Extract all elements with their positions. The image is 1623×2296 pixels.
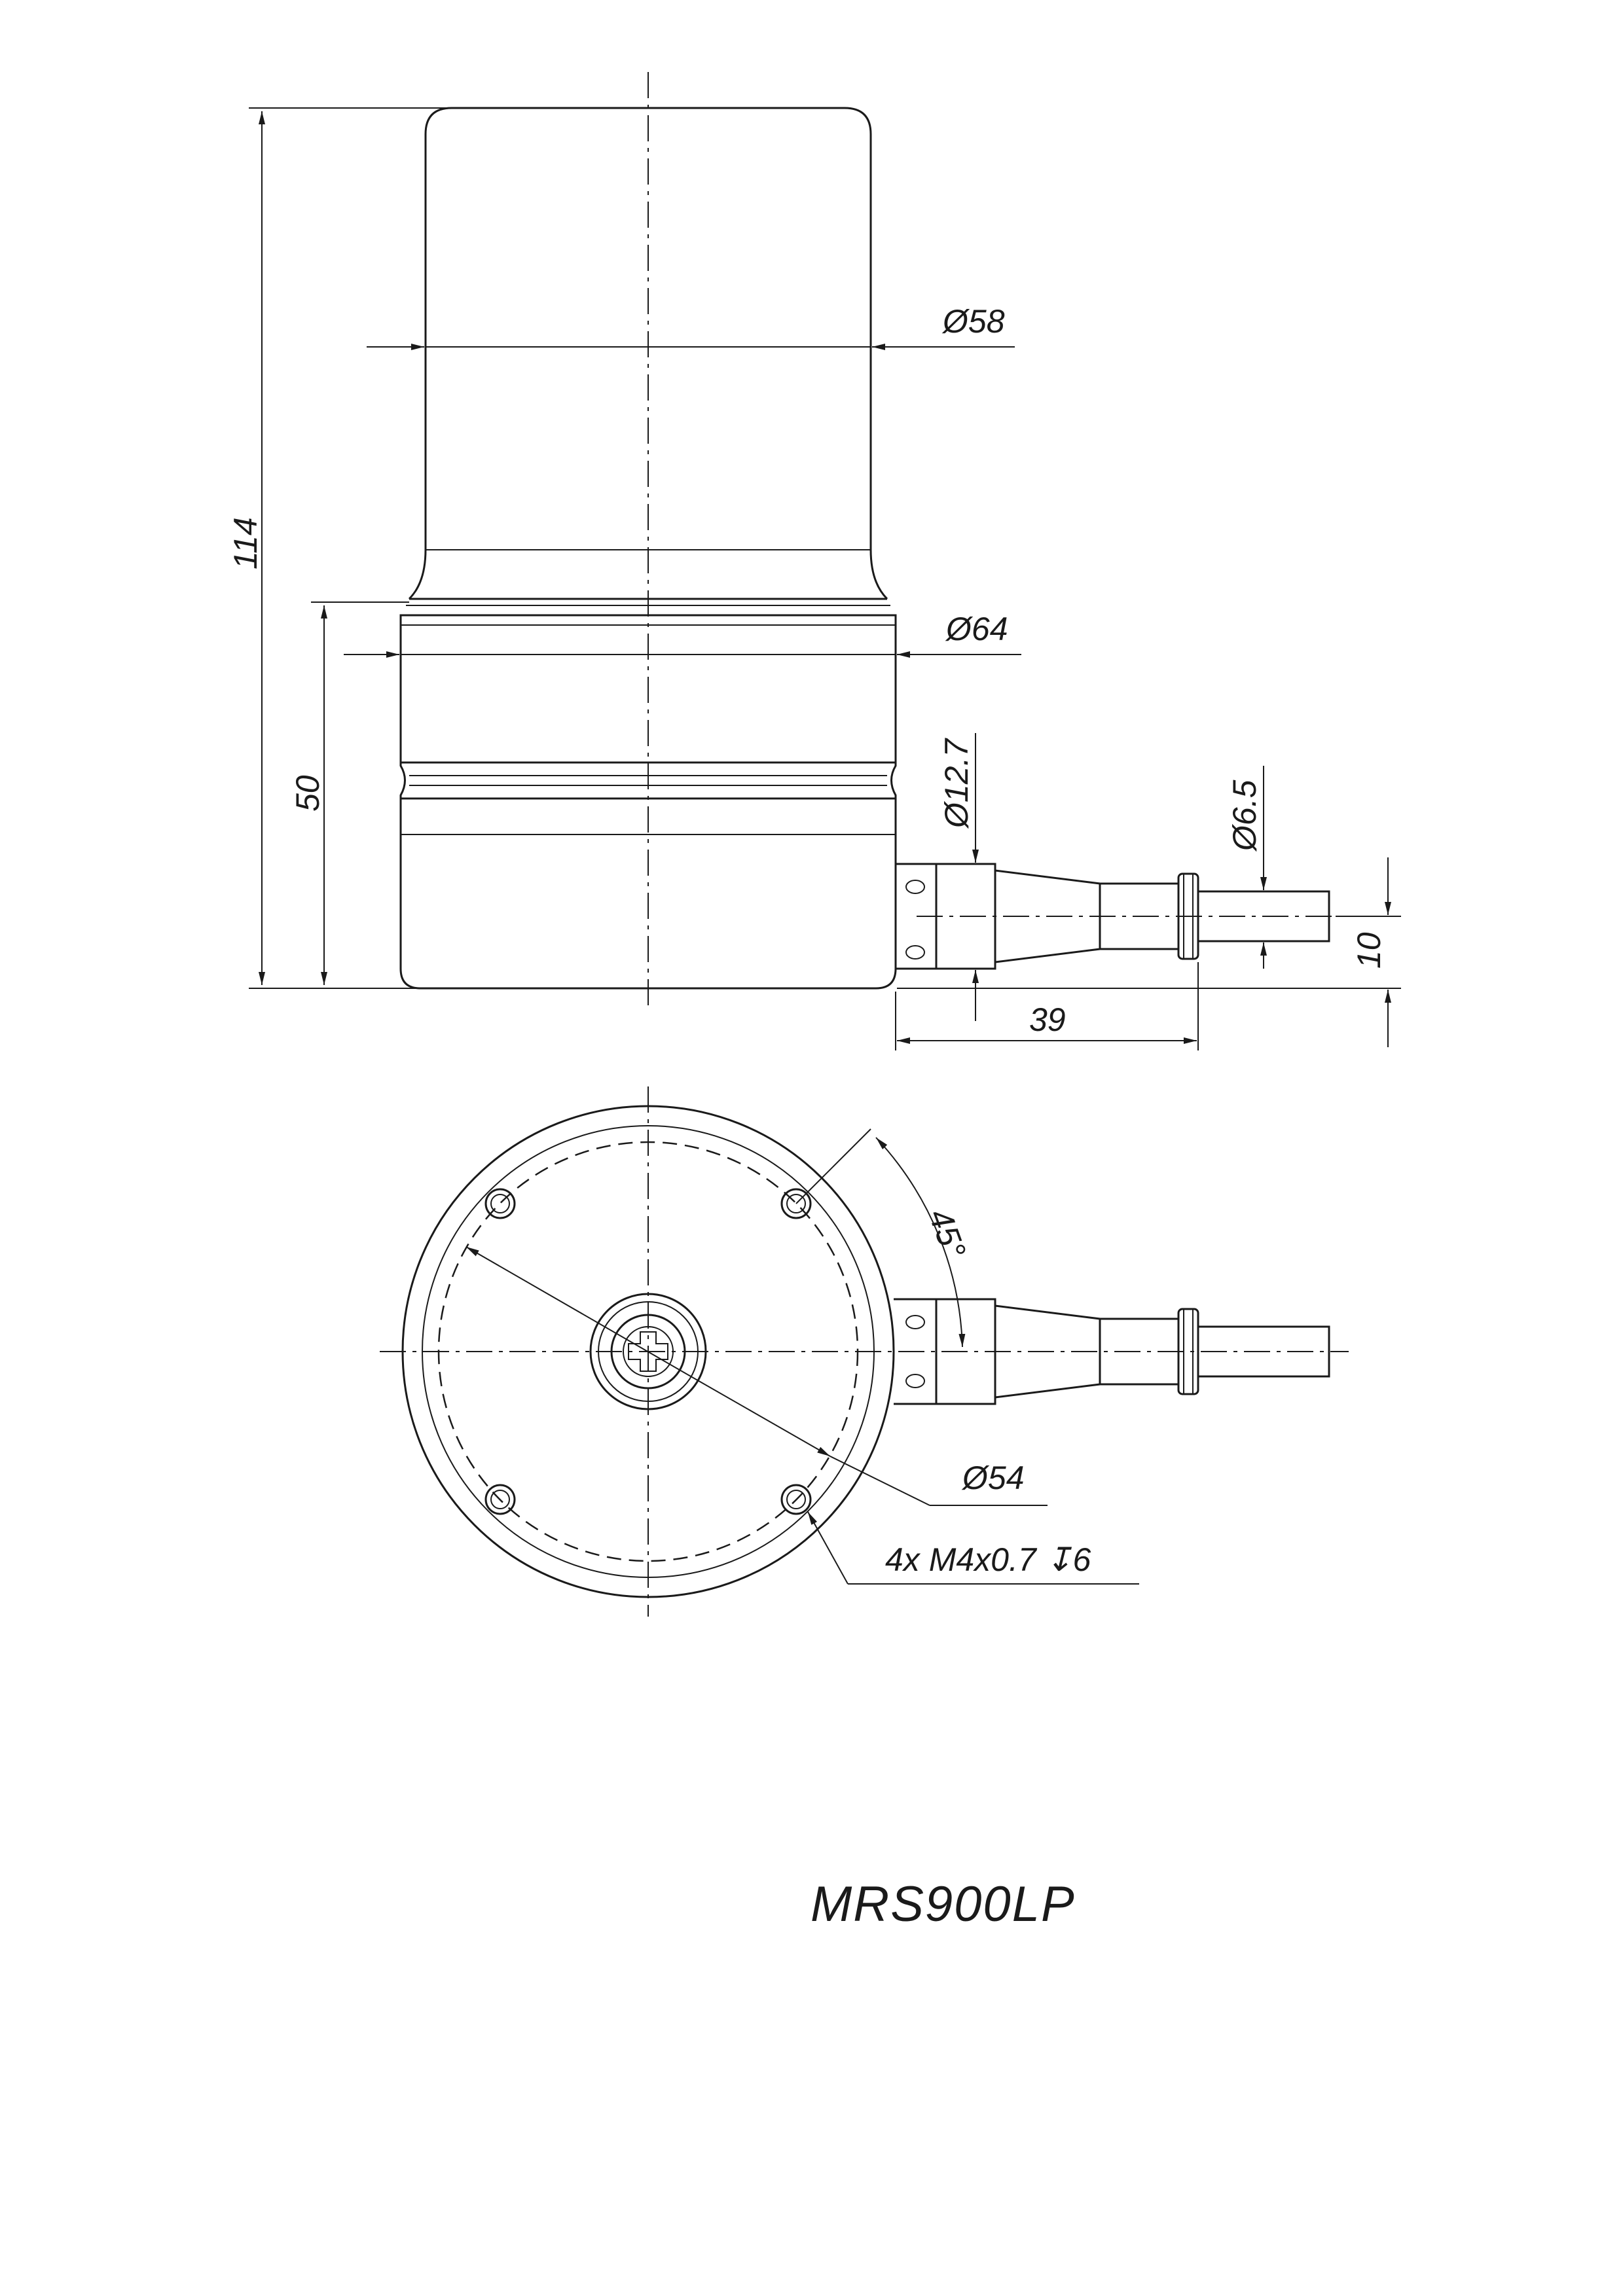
connector-side bbox=[896, 863, 1349, 970]
dim-dia-cable: Ø6.5 bbox=[1226, 766, 1267, 969]
inner-body-circle bbox=[422, 1125, 875, 1578]
dim-dia-connector: Ø12.7 bbox=[938, 733, 979, 1021]
dim-angle: 45° bbox=[795, 1128, 973, 1348]
bolt-circle bbox=[437, 1141, 859, 1562]
dim-height-base-label: 50 bbox=[289, 775, 326, 812]
dim-dia-base: Ø64 bbox=[344, 611, 1021, 658]
cross-recess-icon bbox=[628, 1331, 668, 1372]
center-hub bbox=[589, 1293, 707, 1410]
dim-connector-height: 10 bbox=[897, 857, 1401, 1047]
dim-dia-top-label: Ø58 bbox=[941, 303, 1005, 340]
mounting-holes bbox=[484, 1188, 812, 1515]
dim-dia-cable-label: Ø6.5 bbox=[1226, 780, 1263, 852]
dim-height-base: 50 bbox=[289, 601, 409, 985]
dim-height-total: 114 bbox=[227, 107, 452, 989]
dim-height-total-label: 114 bbox=[227, 517, 264, 569]
dim-dia-base-label: Ø64 bbox=[945, 611, 1008, 647]
dim-dia-connector-label: Ø12.7 bbox=[938, 738, 975, 829]
dim-connector-length: 39 bbox=[895, 962, 1199, 1050]
model-title: MRS900LP bbox=[811, 1876, 1076, 1932]
dim-connector-height-label: 10 bbox=[1351, 932, 1387, 969]
dim-dia-top: Ø58 bbox=[367, 303, 1015, 350]
dim-connector-length-label: 39 bbox=[1029, 1001, 1066, 1038]
outer-body-circle bbox=[401, 1105, 895, 1598]
thread-callout-label: 4x M4x0.7 ↧6 bbox=[885, 1541, 1091, 1578]
dim-bolt-circle-label: Ø54 bbox=[961, 1460, 1025, 1496]
top-view: 45° Ø54 4x M4x0.7 ↧6 bbox=[380, 1086, 1349, 1617]
cylinder-taper bbox=[408, 549, 888, 600]
thread-callout: 4x M4x0.7 ↧6 bbox=[807, 1511, 1139, 1585]
upper-cylinder-outline bbox=[424, 107, 872, 550]
dim-angle-label: 45° bbox=[922, 1204, 973, 1263]
base-cylinder-outline bbox=[399, 614, 897, 990]
dim-bolt-circle: Ø54 bbox=[465, 1246, 1048, 1506]
side-view: 114 50 Ø58 Ø64 Ø12.7 bbox=[227, 72, 1401, 1050]
